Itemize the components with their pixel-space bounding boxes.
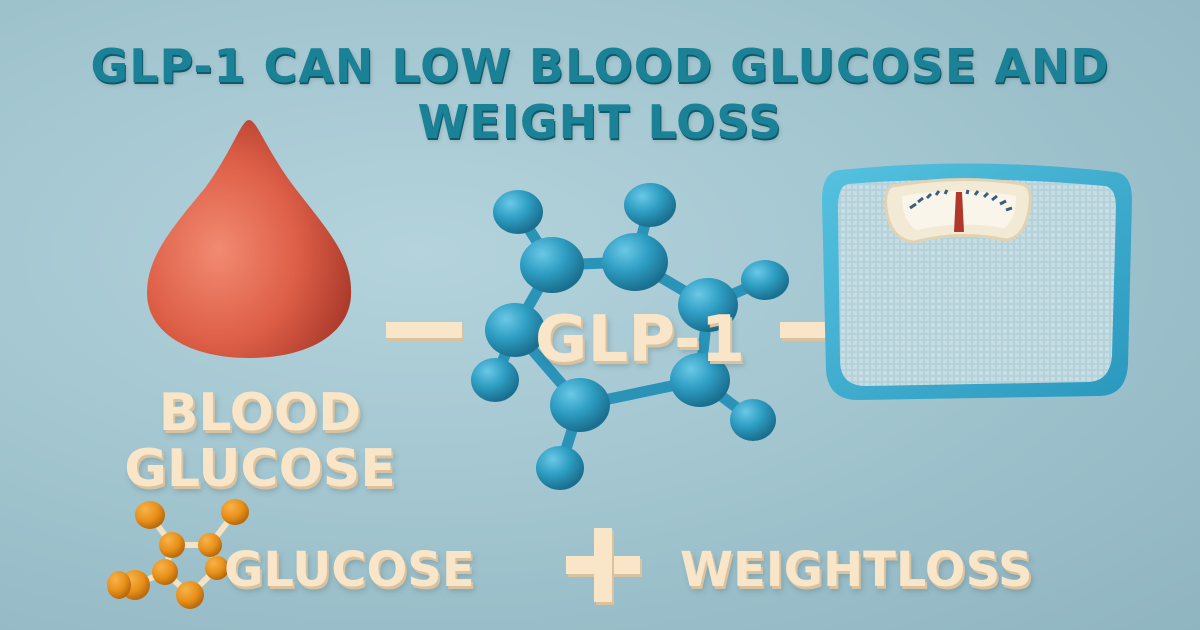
headline-line-2: WEIGHT LOSS — [417, 95, 783, 149]
glucose-molecule-icon — [107, 499, 249, 609]
glp1-label: GLP-1 — [534, 303, 746, 377]
blood-label-line-1: BLOOD — [158, 383, 362, 443]
bathroom-scale-icon — [822, 163, 1132, 400]
blood-label-line-2: GLUCOSE — [124, 439, 396, 499]
left-dash — [386, 322, 462, 338]
glucose-label: GLUCOSE — [224, 542, 475, 598]
blood-drop-icon — [147, 120, 352, 358]
molecule-icon — [471, 183, 789, 490]
headline-line-1: GLP-1 CAN LOW BLOOD GLUCOSE AND — [90, 39, 1110, 93]
weightloss-label: WEIGHTLOSS — [680, 542, 1033, 598]
headline: GLP-1 CAN LOW BLOOD GLUCOSE AND WEIGHT L… — [0, 38, 1200, 150]
blood-glucose-label: BLOOD GLUCOSE — [100, 385, 420, 497]
plus-vertical-bar — [594, 528, 612, 602]
plus-icon — [566, 528, 640, 602]
